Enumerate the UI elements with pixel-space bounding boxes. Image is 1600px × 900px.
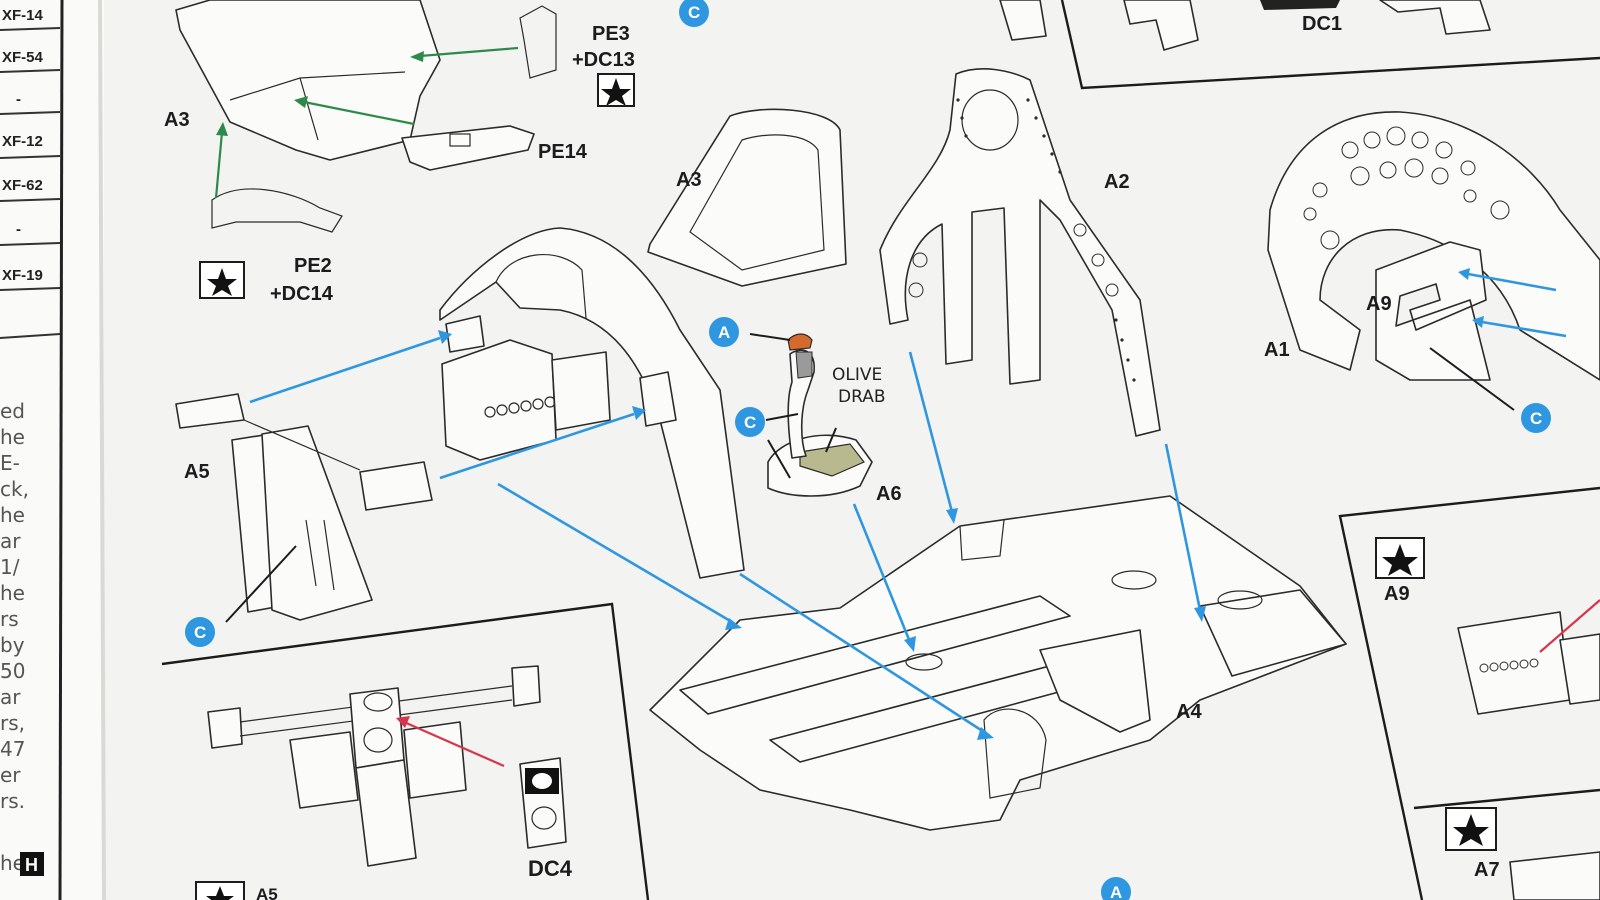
text-fragment: rs, [0, 711, 25, 735]
seat-frame-a5 [175, 393, 433, 621]
part-fragment [999, 0, 1047, 41]
color-callout: C [1521, 403, 1551, 433]
assembly-arrows [249, 268, 1567, 740]
callout-letter: C [688, 3, 700, 22]
text-fragment: 47 [0, 737, 25, 761]
stick-grip [795, 351, 813, 379]
color-callout: C [735, 407, 765, 437]
part-label-pe14: PE14 [538, 141, 588, 163]
leader-line [1429, 347, 1515, 411]
bulkhead-a2 [879, 68, 1161, 437]
part-label-a3: A3 [164, 109, 190, 131]
a5-inset-drawing [207, 665, 567, 867]
callout-letter: A [1110, 883, 1122, 900]
star-icon [195, 881, 245, 900]
bulkhead-assembly [439, 227, 745, 579]
side-column: XF-14 XF-54 - XF-12 XF-62 - XF-19 ed he … [0, 0, 106, 900]
decal-dc1 [1260, 0, 1340, 10]
floor-a4 [649, 495, 1347, 831]
paint-note-line1: OLIVE [832, 365, 882, 385]
part-fragment [1379, 0, 1491, 35]
watermark-letter: H [25, 855, 38, 875]
leader-line [825, 427, 837, 453]
part-label-a5-inset: A5 [256, 885, 278, 900]
callout-letter: C [744, 413, 756, 432]
text-fragment: E- [0, 451, 20, 475]
text-fragment: ed [0, 399, 25, 423]
text-fragment: 50 [0, 659, 25, 683]
part-label-a6: A6 [876, 483, 902, 505]
inset-frame-a5 [161, 602, 650, 900]
seat-a3-exploded [175, 0, 557, 233]
part-label-dc4: DC4 [528, 856, 573, 881]
paint-code: XF-14 [2, 7, 44, 24]
paint-code: XF-19 [2, 267, 43, 284]
watermark-logo [20, 852, 44, 876]
text-fragment: ar [0, 529, 21, 553]
paint-code: - [16, 91, 21, 108]
frame-a9 [1338, 486, 1600, 900]
paint-code: XF-12 [2, 133, 43, 150]
part-label-a9-box: A9 [1384, 583, 1410, 605]
star-icon [597, 73, 635, 107]
star-icon [1375, 537, 1425, 579]
text-fragment: rs [0, 607, 19, 631]
part-label-pe2: PE2 [294, 255, 332, 277]
callout-letter: C [194, 623, 206, 642]
part-fragment [1509, 851, 1600, 900]
color-callout: C [185, 617, 215, 647]
text-fragment: by [0, 633, 25, 657]
part-label-a9: A9 [1366, 293, 1392, 315]
text-fragment: he [0, 503, 25, 527]
text-fragment: he [0, 581, 25, 605]
leader-line [767, 439, 791, 479]
leader-line [225, 545, 297, 623]
seat-a3 [647, 108, 847, 287]
part-label-a4: A4 [1176, 701, 1202, 723]
a9-detail [1457, 611, 1600, 715]
stick-knob [787, 333, 813, 351]
part-label-a2: A2 [1104, 171, 1130, 193]
color-callout: C [679, 0, 709, 27]
text-fragment: rs. [0, 789, 25, 813]
text-fragment: 1/ [0, 555, 20, 579]
text-fragment: ck, [0, 477, 29, 501]
star-icon [1445, 807, 1497, 851]
part-label-pe3: PE3 [592, 23, 630, 45]
text-fragment: er [0, 763, 21, 787]
control-stick-a6 [767, 333, 873, 497]
part-fragment [1123, 0, 1199, 51]
instrument-panel-a1 [1267, 111, 1600, 381]
olive-drab-boot [799, 443, 865, 477]
part-label-a7: A7 [1474, 859, 1500, 881]
paint-code: XF-62 [2, 177, 43, 194]
star-icon [199, 261, 245, 299]
text-fragment: ar [0, 685, 21, 709]
leader-line [765, 413, 799, 421]
part-label-dc1: DC1 [1302, 13, 1342, 35]
callout-letter: A [718, 323, 730, 342]
frame-a7-top [1413, 788, 1600, 810]
part-label-dc13: +DC13 [572, 49, 635, 71]
paint-note-line2: DRAB [838, 387, 886, 407]
red-arrow [403, 720, 505, 768]
text-fragments: ed he E- ck, he ar 1/ he rs by 50 ar rs,… [0, 399, 29, 875]
frame-dc1 [1060, 0, 1600, 90]
part-label-dc14: +DC14 [270, 283, 334, 305]
part-label-a3-center: A3 [676, 169, 702, 191]
callout-letter: C [1530, 409, 1542, 428]
color-callout: A [1101, 877, 1131, 900]
paint-code: - [16, 221, 21, 238]
part-label-a1: A1 [1264, 339, 1290, 361]
text-fragment: he [0, 425, 25, 449]
color-callout: A [709, 317, 739, 347]
part-label-a5: A5 [184, 461, 210, 483]
paint-code: XF-54 [2, 49, 44, 66]
leader-line [749, 333, 791, 341]
red-arrow [1539, 599, 1600, 653]
